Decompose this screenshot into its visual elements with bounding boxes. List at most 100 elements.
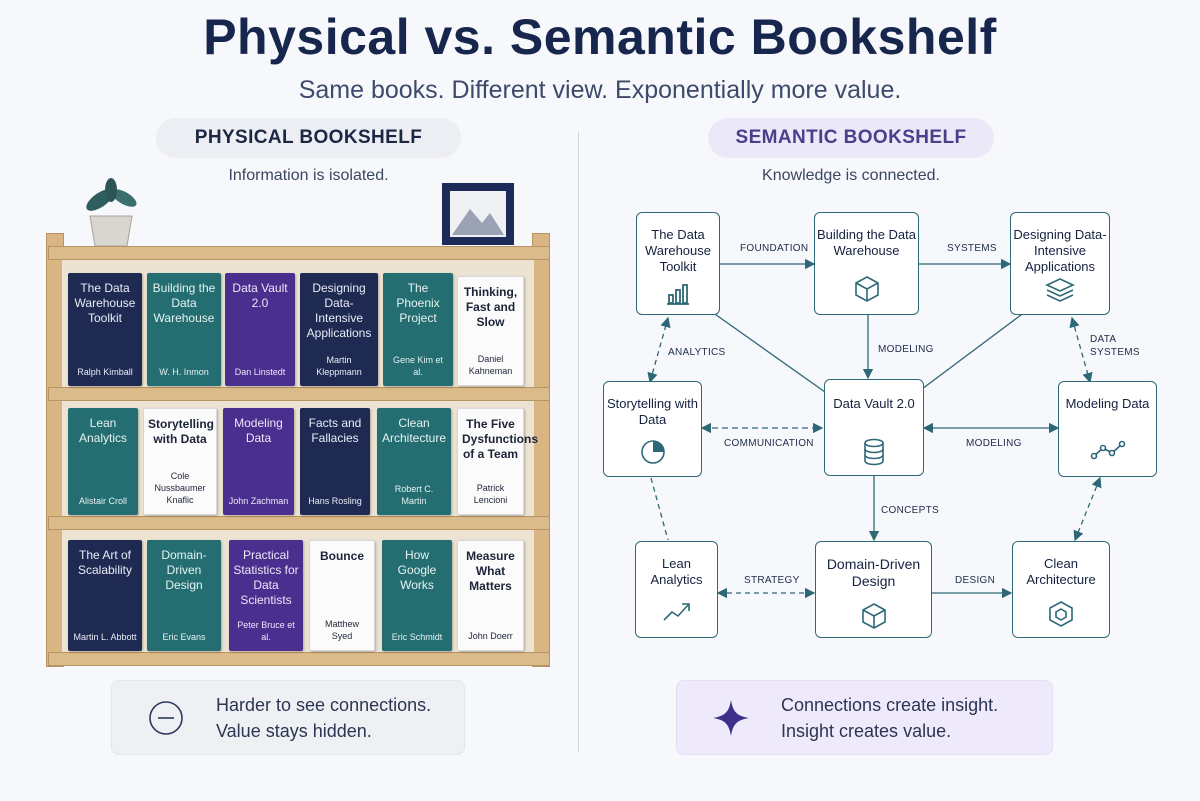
book-author: Matthew Syed (324, 619, 359, 641)
book-title: Modeling Data (234, 416, 283, 445)
trend-up-icon (662, 603, 690, 621)
book-author: Cole Nussbaumer Knaflic (154, 471, 206, 505)
node-label: Domain-Driven Design (826, 556, 921, 589)
node-label: The Data Warehouse Toolkit (645, 227, 711, 274)
physical-info-box: Harder to see connections. Value stays h… (111, 680, 465, 755)
book-author: John Doerr (468, 631, 513, 641)
book-title: Measure What Matters (466, 549, 515, 593)
plant-icon (86, 178, 137, 247)
shelf-board (48, 652, 550, 666)
book-author: Robert C. Martin (394, 484, 434, 506)
node-clean-architecture[interactable]: Clean Architecture (1012, 541, 1110, 638)
node-domain-driven-design[interactable]: Domain-Driven Design (815, 541, 932, 638)
book-author: Martin Kleppmann (316, 355, 362, 377)
node-label: Modeling Data (1065, 396, 1150, 411)
edge-label-data-systems: DATA SYSTEMS (1090, 334, 1140, 358)
book-title: The Five Dysfunctions of a Team (462, 417, 539, 461)
semantic-info-line-2: Insight creates value. (781, 720, 952, 741)
book-title: Practical Statistics for Data Scientists (233, 548, 299, 607)
node-label: Clean Architecture (1026, 556, 1096, 587)
book-author: W. H. Inmon (159, 367, 209, 377)
bar-chart-icon (667, 284, 689, 305)
node-data-warehouse-toolkit[interactable]: The Data Warehouse Toolkit (636, 212, 720, 315)
book-author: Eric Evans (162, 632, 206, 642)
edge-label-communication: COMMUNICATION (724, 438, 814, 449)
edge-label-concepts: CONCEPTS (881, 505, 939, 516)
book-title: The Art of Scalability (77, 548, 133, 577)
book-author: Gene Kim et al. (392, 355, 444, 377)
edge-label-design: DESIGN (955, 575, 996, 586)
hexagon-icon (1049, 601, 1073, 627)
book-author: Ralph Kimball (77, 367, 133, 377)
book-title: Clean Architecture (381, 416, 447, 445)
book-title: Facts and Fallacies (308, 416, 362, 445)
node-data-vault-2[interactable]: Data Vault 2.0 (824, 379, 924, 476)
edge-label-foundation: FOUNDATION (740, 243, 809, 254)
shelf-board (48, 246, 550, 260)
line-graph-icon (1090, 440, 1125, 460)
edge-label-modeling-down: MODELING (878, 344, 934, 355)
edge-data-systems (1069, 316, 1093, 384)
edge-dashed (1073, 476, 1102, 542)
edge-label-analytics: ANALYTICS (668, 347, 726, 358)
node-label: Data Vault 2.0 (833, 396, 915, 411)
book-author: John Zachman (228, 496, 289, 506)
edge-label-systems: SYSTEMS (947, 243, 997, 254)
node-modeling-data[interactable]: Modeling Data (1058, 381, 1157, 477)
cube-icon (854, 276, 879, 302)
node-designing-data-intensive-applications[interactable]: Designing Data-Intensive Applications (1010, 212, 1110, 315)
node-label: Lean Analytics (650, 556, 703, 587)
node-building-the-data-warehouse[interactable]: Building the Data Warehouse (814, 212, 919, 315)
book-title: Building the Data Warehouse (152, 281, 216, 325)
edge-dashed (650, 477, 669, 541)
cube-icon (861, 603, 886, 629)
book[interactable]: Practical Statistics for Data Scientists… (229, 540, 303, 651)
shelf-board (48, 387, 550, 401)
book-author: Martin L. Abbott (73, 632, 137, 642)
book[interactable]: Building the Data Warehouse W. H. Inmon (147, 273, 221, 386)
layers-icon (1045, 278, 1075, 302)
edge-label-modeling-right: MODELING (966, 438, 1022, 449)
book-title: How Google Works (397, 548, 437, 592)
minus-circle-icon (136, 688, 196, 748)
book-author: Peter Bruce et al. (237, 620, 295, 642)
node-storytelling-with-data[interactable]: Storytelling with Data (603, 381, 702, 477)
book-title: The Data Warehouse Toolkit (74, 281, 136, 325)
edge-label-strategy: STRATEGY (744, 575, 800, 586)
node-lean-analytics[interactable]: Lean Analytics (635, 541, 718, 638)
page-title: Physical vs. Semantic Bookshelf (203, 9, 997, 65)
semantic-info-line-1: Connections create insight. (781, 694, 999, 715)
edge-analytics (647, 316, 671, 384)
semantic-tagline: Knowledge is connected. (762, 167, 940, 184)
edge-diagonal (917, 311, 1026, 393)
page-subtitle: Same books. Different view. Exponentiall… (298, 76, 902, 104)
book-title: Bounce (319, 549, 364, 563)
semantic-heading: SEMANTIC BOOKSHELF (708, 118, 994, 158)
book-author: Hans Rosling (308, 496, 362, 506)
pie-chart-icon (640, 440, 665, 464)
book-author: Dan Linstedt (234, 367, 286, 377)
book-author: Eric Schmidt (391, 632, 443, 642)
physical-tagline: Information is isolated. (228, 167, 389, 184)
center-divider (578, 132, 579, 752)
book-title: Thinking, Fast and Slow (463, 285, 518, 329)
book-title: Lean Analytics (78, 416, 128, 445)
